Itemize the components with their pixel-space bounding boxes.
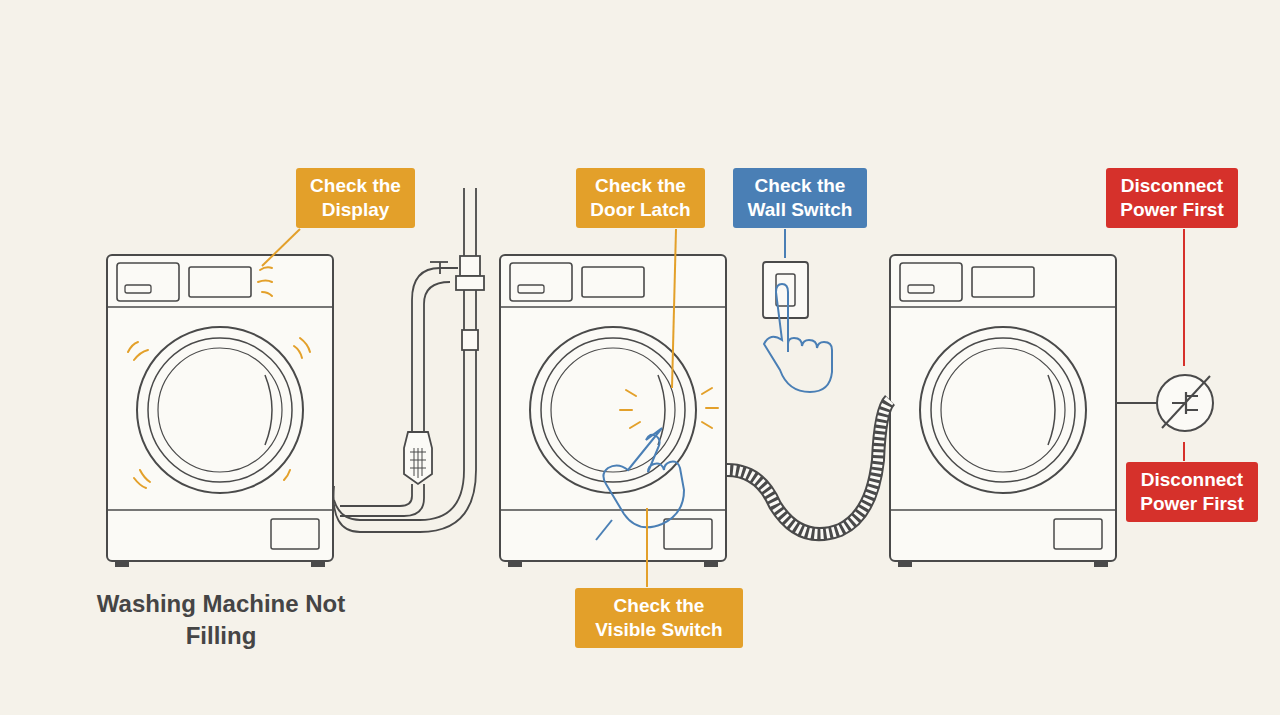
diagram-title: Washing Machine Not Filling: [96, 588, 346, 652]
callout-text: Check the Wall Switch: [742, 174, 858, 222]
callout-box: Check the Wall Switch: [733, 168, 867, 228]
callout-box: Check the Display: [296, 168, 415, 228]
warning-box: Disconnect Power First: [1106, 168, 1238, 228]
callout-box: Check the Door Latch: [576, 168, 705, 228]
callout-text: Check the Door Latch: [585, 174, 696, 222]
callout-box: Check the Visible Switch: [575, 588, 743, 648]
callout-text: Check the Visible Switch: [584, 594, 734, 642]
callout-text: Check the Display: [305, 174, 406, 222]
callout-text: Disconnect Power First: [1115, 174, 1229, 222]
callout-text: Disconnect Power First: [1135, 468, 1249, 516]
warning-box: Disconnect Power First: [1126, 462, 1258, 522]
